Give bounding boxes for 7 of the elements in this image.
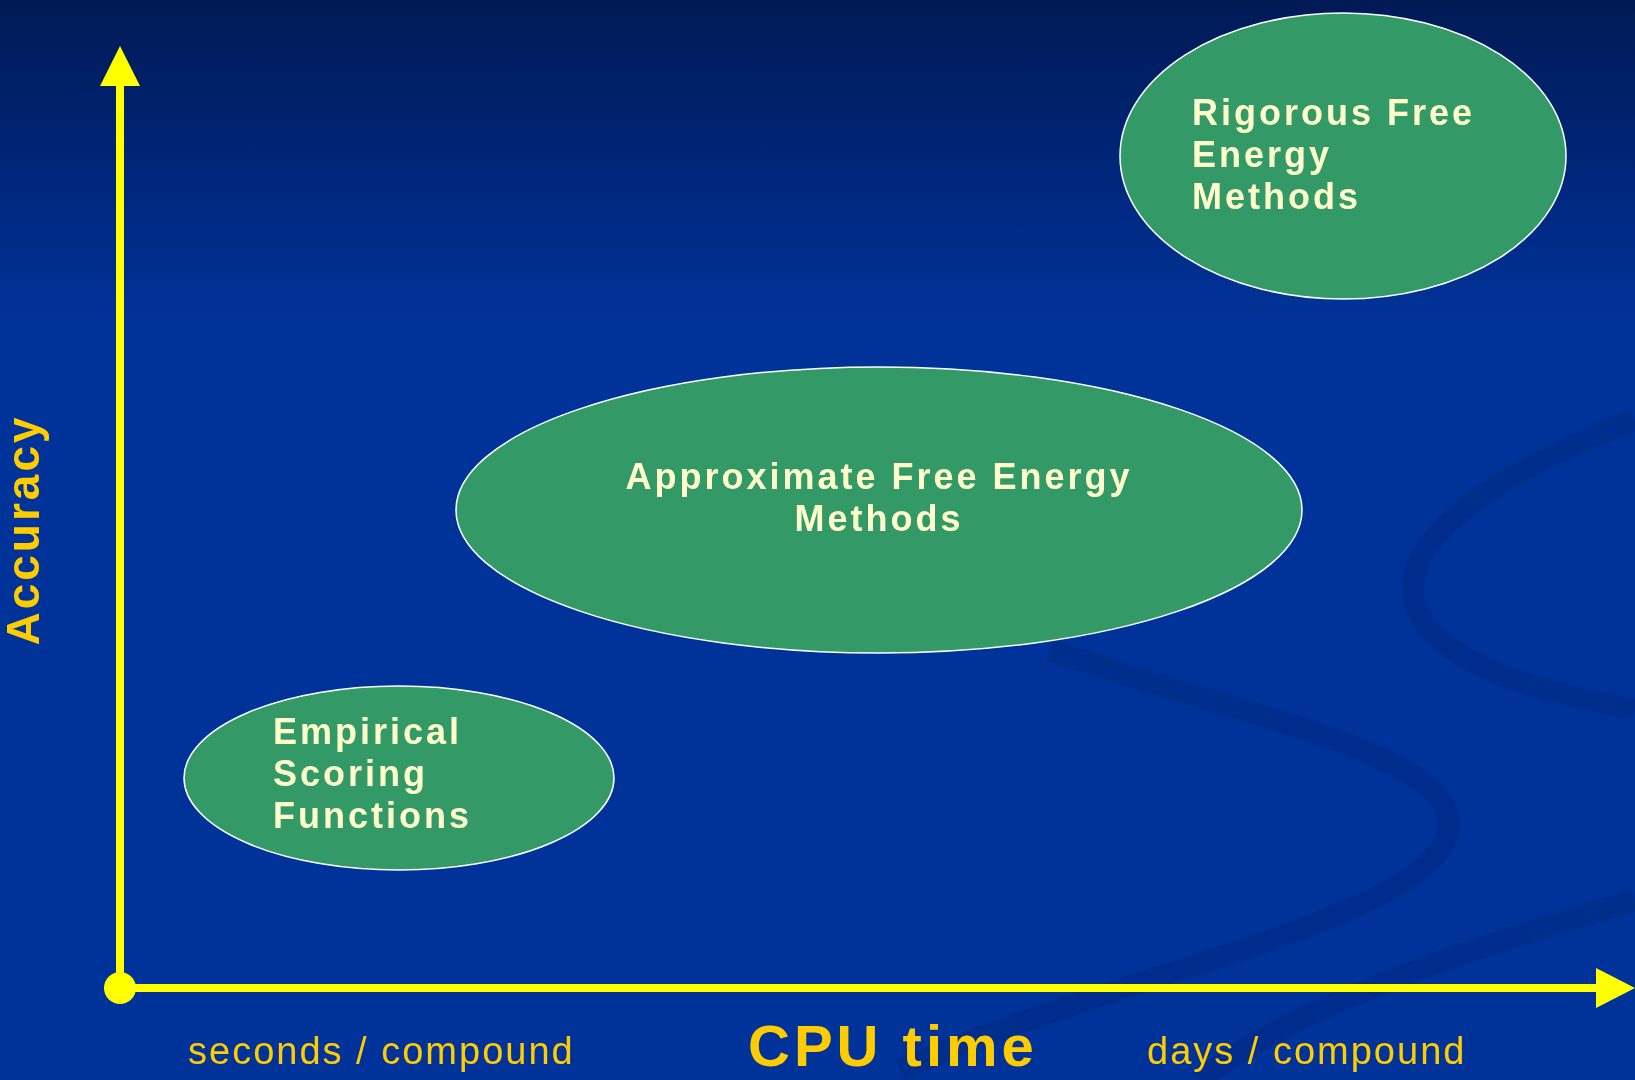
method-label: Approximate Free Energy Methods: [624, 456, 1134, 540]
x-axis-title: CPU time: [748, 1016, 1038, 1076]
axis-end-label: days / compound: [1147, 1030, 1467, 1073]
method-label: Empirical Scoring Functions: [273, 711, 472, 837]
y-axis-title: Accuracy: [0, 413, 48, 648]
axis-end-label: seconds / compound: [188, 1030, 575, 1073]
method-label: Rigorous Free Energy Methods: [1192, 92, 1477, 218]
